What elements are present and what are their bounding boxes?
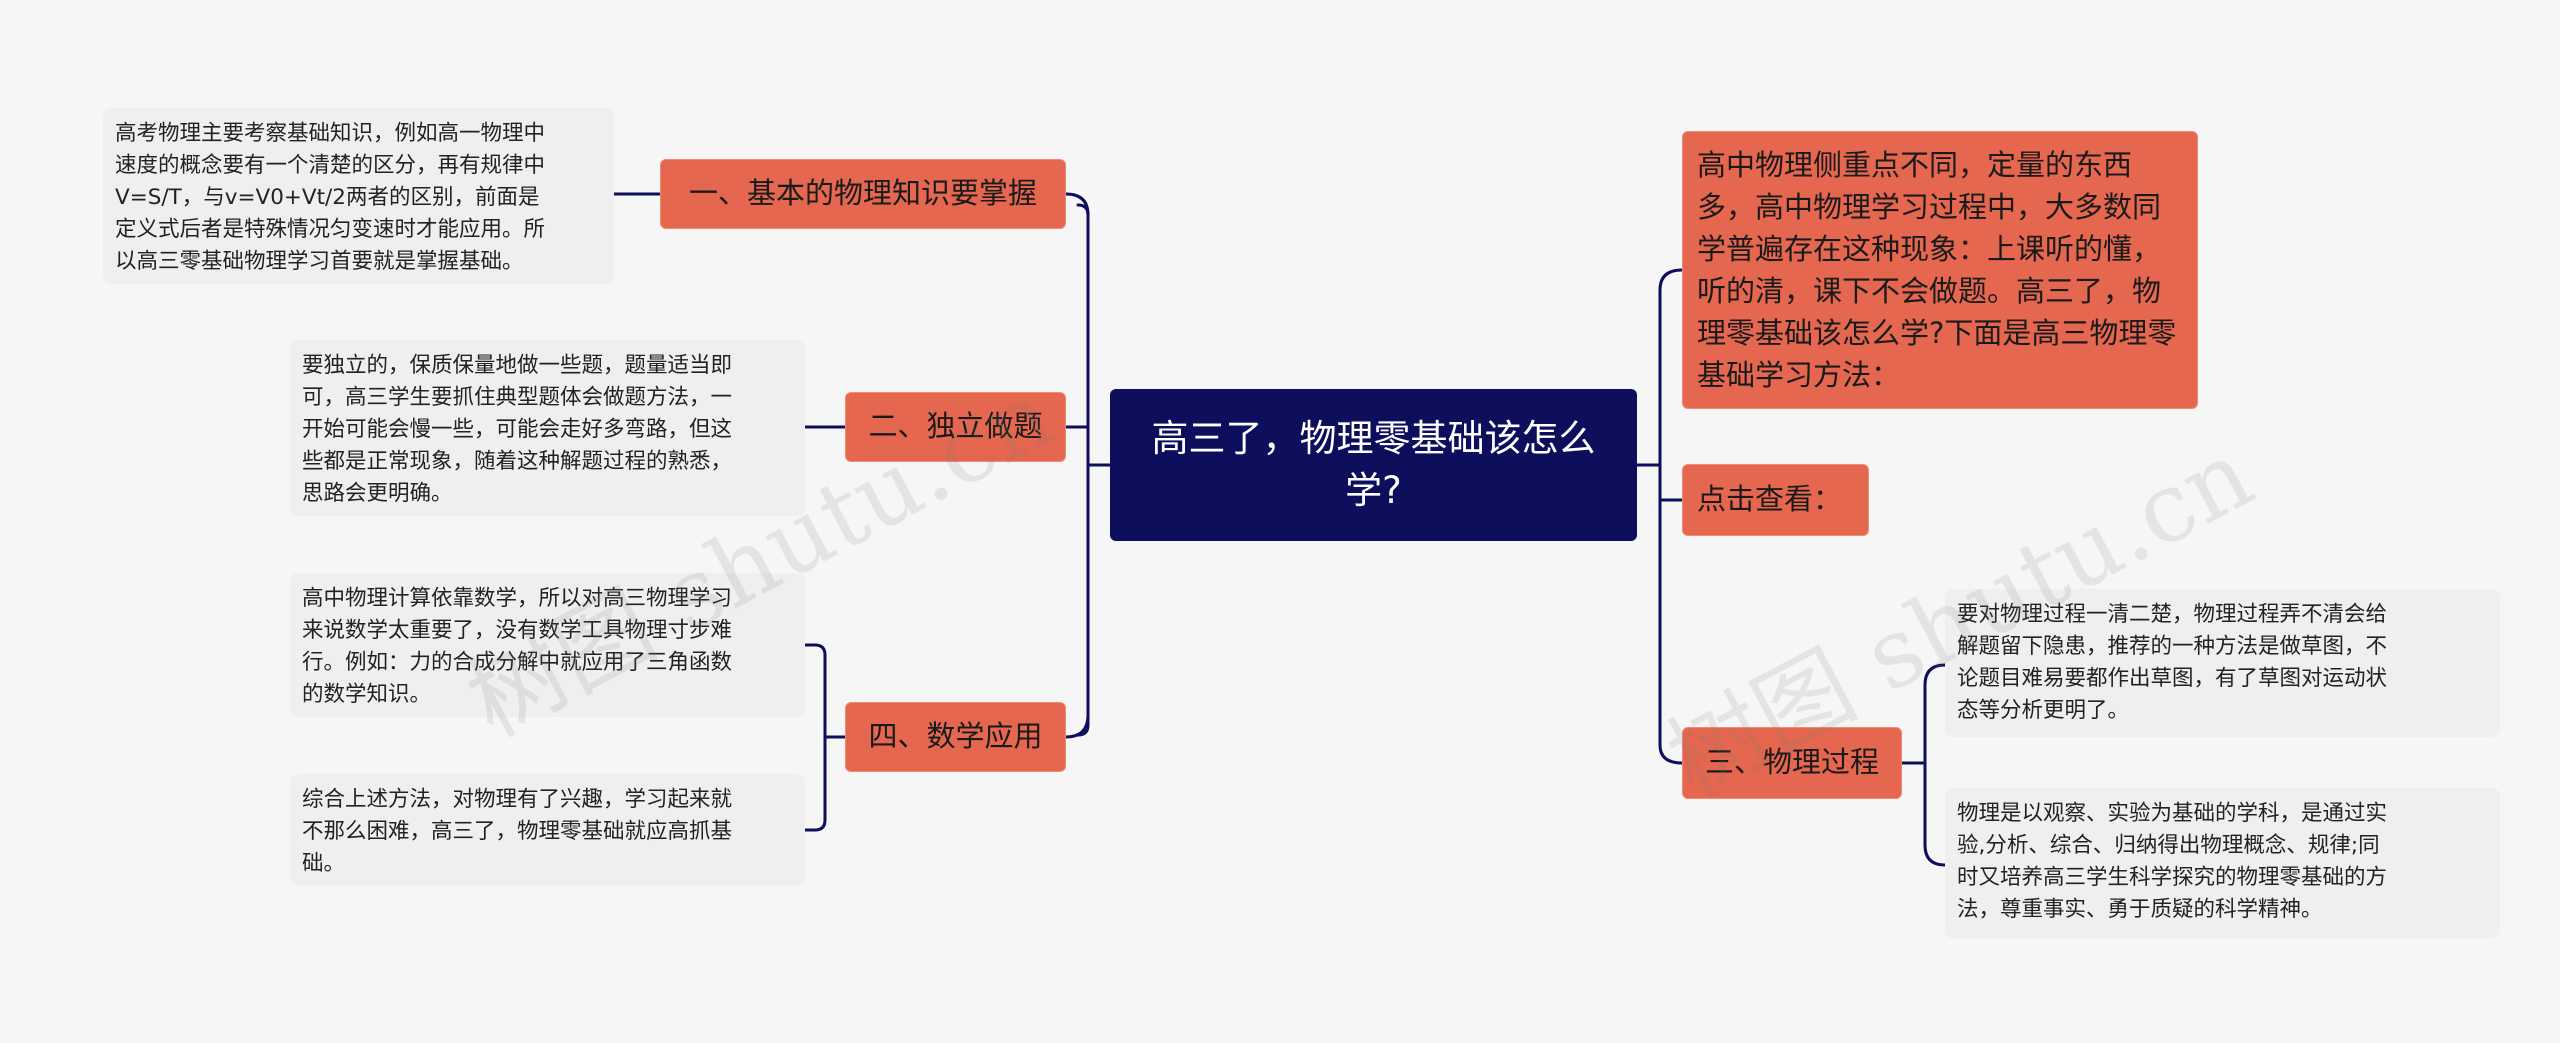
- branch-basic-knowledge[interactable]: 一、基本的物理知识要掌握: [660, 159, 1066, 229]
- branch-independent-practice[interactable]: 二、独立做题: [845, 392, 1066, 462]
- connector-left-1: [1064, 192, 1090, 217]
- connector-left-4: [1064, 713, 1090, 739]
- branch-label: 一、基本的物理知识要掌握: [688, 176, 1037, 211]
- connector-leaf-4-spine: [803, 643, 847, 832]
- connector-leaf-3: [1900, 663, 1947, 867]
- leaf-summary[interactable]: 综合上述方法，对物理有了兴趣，学习起来就 不那么困难，高三了，物理零基础就应高抓…: [290, 774, 805, 886]
- leaf-physics-process[interactable]: 要对物理过程一清二楚，物理过程弄不清会给 解题留下隐患，推荐的一种方法是做草图，…: [1945, 589, 2500, 737]
- branch-click-view[interactable]: 点击查看：: [1682, 464, 1869, 536]
- connector-right-spine: [1658, 268, 1684, 765]
- branch-math-application[interactable]: 四、数学应用: [845, 702, 1066, 772]
- branch-label: 四、数学应用: [868, 719, 1043, 754]
- root-title: 高三了，物理零基础该怎么学?: [1151, 417, 1596, 512]
- branch-physics-process[interactable]: 三、物理过程: [1682, 727, 1902, 799]
- connector-left-spine: [1076, 203, 1090, 737]
- leaf-basic-knowledge[interactable]: 高考物理主要考察基础知识，例如高一物理中 速度的概念要有一个清楚的区分，再有规律…: [103, 108, 614, 284]
- leaf-physics-experiment[interactable]: 物理是以观察、实验为基础的学科，是通过实 验,分析、综合、归纳得出物理概念、规律…: [1945, 788, 2500, 938]
- branch-label: 高中物理侧重点不同，定量的东西多，高中物理学习过程中，大多数同学普遍存在这种现象…: [1697, 148, 2177, 392]
- leaf-math-application[interactable]: 高中物理计算依靠数学，所以对高三物理学习 来说数学太重要了，没有数学工具物理寸步…: [290, 573, 805, 717]
- branch-label: 点击查看：: [1697, 482, 1843, 517]
- root-node[interactable]: 高三了，物理零基础该怎么学?: [1110, 389, 1637, 541]
- branch-intro[interactable]: 高中物理侧重点不同，定量的东西多，高中物理学习过程中，大多数同学普遍存在这种现象…: [1682, 131, 2198, 409]
- leaf-independent-practice[interactable]: 要独立的，保质保量地做一些题，题量适当即 可，高三学生要抓住典型题体会做题方法，…: [290, 340, 805, 516]
- branch-label: 二、独立做题: [868, 409, 1043, 444]
- branch-label: 三、物理过程: [1704, 745, 1879, 780]
